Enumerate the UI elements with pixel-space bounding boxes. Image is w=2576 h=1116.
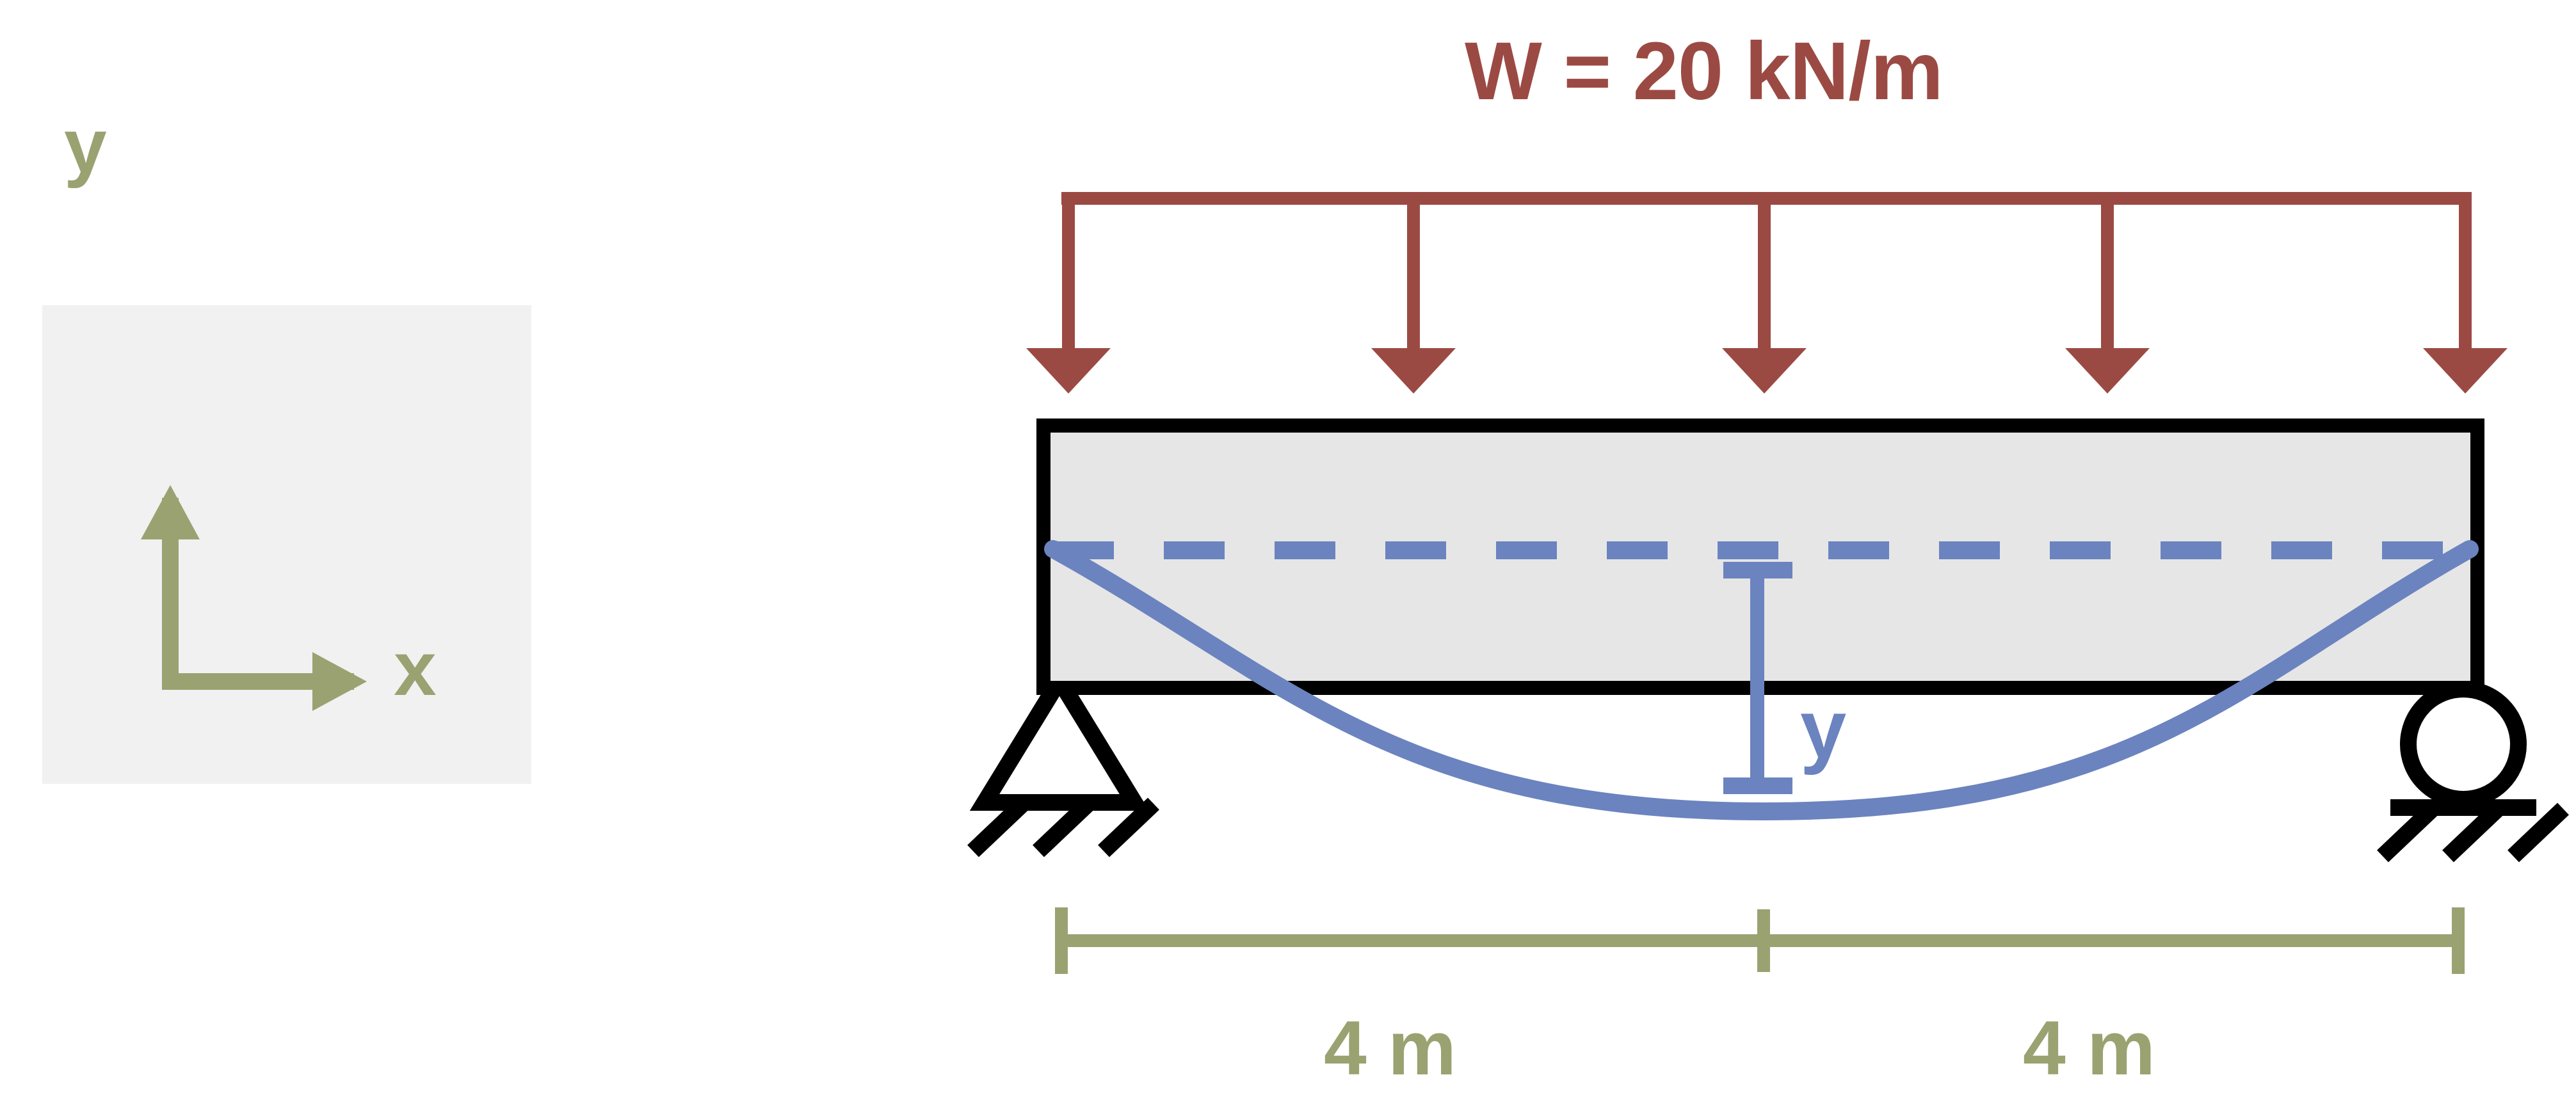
deflection-group [1044,540,2479,821]
axis-x-arrow-icon [162,652,367,711]
load-arrow-icon [1371,192,1456,394]
load-label: W = 20 kN/m [1465,26,1944,117]
deflection-dimension-label: y [1800,682,1847,776]
distributed-load-group [1026,192,2508,394]
left-span-label: 4 m [1324,1005,1456,1091]
roller-support-icon [2377,681,2569,863]
pin-support-icon [967,664,1159,857]
axis-x-label: x [394,626,437,712]
load-arrow-icon [2065,192,2150,394]
load-arrow-icon [1722,192,1807,394]
axis-indicator-box [42,305,531,784]
deflection-curve [1044,540,2479,821]
axis-y-label: y [64,103,107,189]
load-arrow-icon [2423,192,2508,394]
right-span-label: 4 m [2023,1005,2155,1091]
span-dimension-line [1055,907,2465,974]
load-arrow-icon [1026,192,1111,394]
deflection-dimension-marker [1723,562,1792,794]
axis-y-arrow-icon [141,485,200,690]
